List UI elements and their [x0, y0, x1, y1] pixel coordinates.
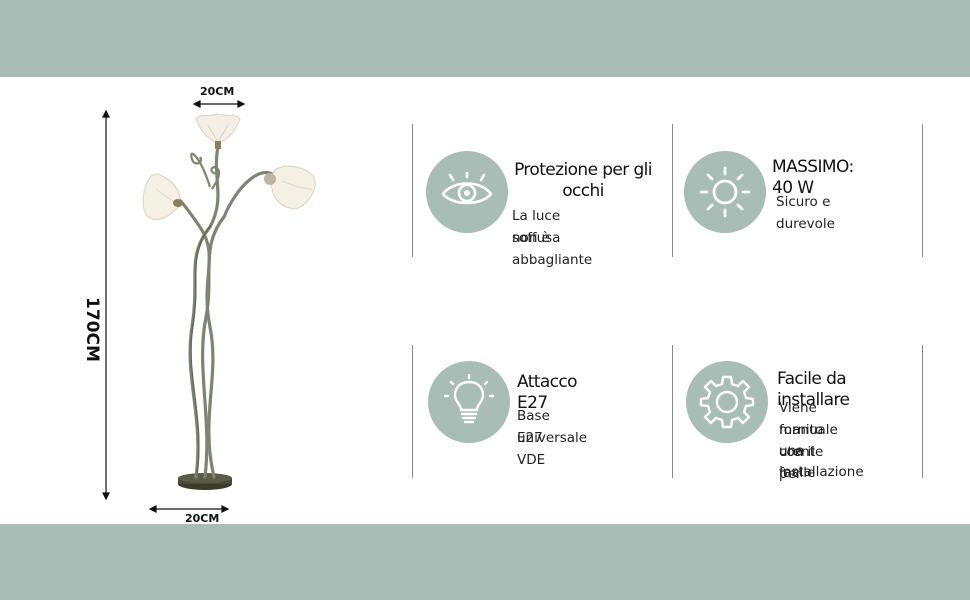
feature-description-line: installazione — [779, 464, 864, 480]
feature-description-line: non è abbagliante — [512, 230, 593, 268]
floor-lamp-image — [102, 100, 316, 513]
feature-description-line: E27 — [517, 430, 543, 446]
divider — [672, 124, 673, 257]
lightbulb-icon — [428, 361, 510, 443]
top-width-label: 20CM — [200, 85, 235, 98]
feature-description-line: una facile — [779, 443, 816, 481]
feature-description-line: manuale utente per — [779, 422, 838, 482]
feature-title: Protezione per gli occhi — [514, 160, 652, 201]
feature-description-line: Base universale VDE — [517, 408, 588, 468]
divider — [412, 345, 413, 478]
bottom-width-label: 20CM — [185, 512, 220, 525]
divider — [412, 124, 413, 257]
sun-icon — [684, 151, 766, 233]
feature-description-line: Sicuro e durevole — [776, 194, 835, 232]
feature-title: Facile da installare — [777, 369, 850, 410]
bottom-band — [0, 524, 970, 600]
feature-description-line: La luce soffusa — [512, 208, 561, 246]
top-band — [0, 0, 970, 77]
feature-description-line: Viene fornito con il — [779, 400, 824, 460]
eye-icon — [426, 151, 508, 233]
feature-title: Attacco E27 — [517, 372, 578, 413]
height-label: 170CM — [82, 297, 102, 362]
lamp-illustration: 20CM 20CM 170CM — [0, 77, 400, 525]
feature-title: MASSIMO: 40 W — [772, 157, 854, 198]
gear-icon — [686, 361, 768, 443]
divider — [672, 345, 673, 478]
divider — [922, 345, 923, 478]
divider — [922, 124, 923, 257]
